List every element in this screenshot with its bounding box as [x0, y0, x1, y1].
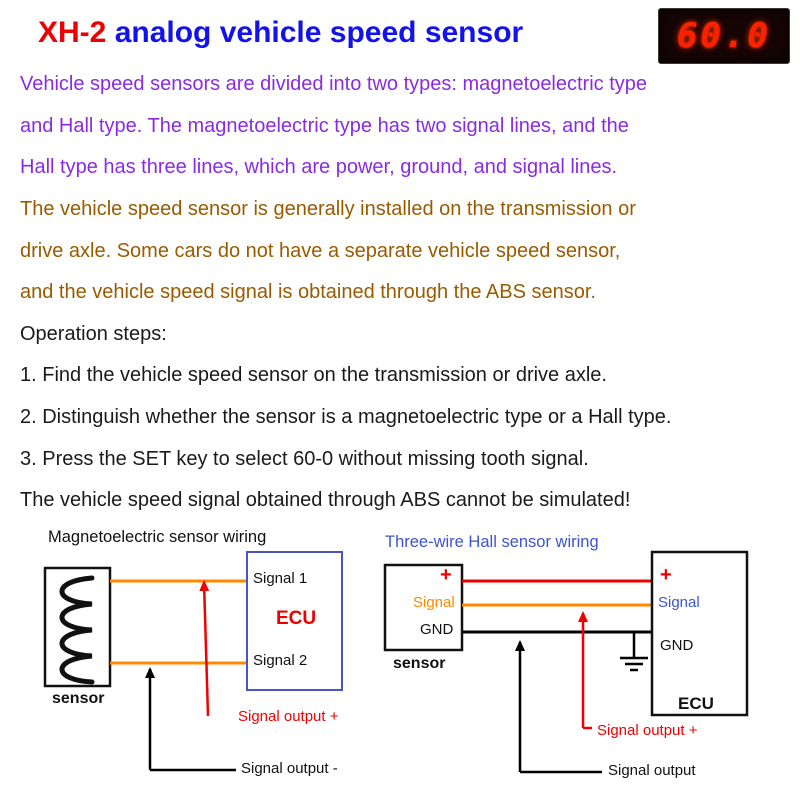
signal-output-minus-label-left: Signal output -: [241, 760, 338, 777]
sensor-signal-label: Signal: [413, 594, 455, 611]
title-text: analog vehicle speed sensor: [106, 16, 524, 49]
intro-line: The vehicle speed sensor is generally in…: [20, 198, 636, 221]
ecu-signal-label: Signal: [658, 594, 700, 611]
ecu-label-left: ECU: [276, 608, 317, 629]
intro-line: and the vehicle speed signal is obtained…: [20, 281, 596, 304]
signal-output-plus-label-left: Signal output +: [238, 708, 339, 725]
description-text: Vehicle speed sensors are divided into t…: [20, 64, 796, 522]
intro-line: Vehicle speed sensors are divided into t…: [20, 73, 648, 96]
ecu-plus-label: +: [660, 564, 672, 586]
sensor-plus-label: +: [440, 564, 452, 586]
ecu-gnd-label: GND: [660, 637, 694, 654]
page-title: XH-2 analog vehicle speed sensor: [38, 16, 523, 50]
ground-icon: [620, 632, 648, 672]
operation-steps-heading: Operation steps:: [20, 322, 167, 345]
sensor-label-right: sensor: [393, 655, 446, 672]
magneto-sensor-box: [43, 566, 112, 688]
signal2-label: Signal 2: [253, 652, 308, 669]
model-name: XH-2: [38, 16, 107, 49]
intro-line: drive axle. Some cars do not have a sepa…: [20, 239, 621, 262]
right-diagram-title: Three-wire Hall sensor wiring: [385, 533, 599, 551]
coil-icon: [59, 575, 95, 685]
signal1-label: Signal 1: [253, 570, 308, 587]
intro-line: and Hall type. The magnetoelectric type …: [20, 114, 629, 137]
sensor-gnd-label: GND: [420, 621, 454, 638]
step-item: 2. Distinguish whether the sensor is a m…: [20, 406, 672, 429]
arrow-signal-output-plus-left: [199, 580, 210, 717]
step-item: 3. Press the SET key to select 60-0 with…: [20, 447, 589, 470]
ecu-label-right: ECU: [678, 694, 714, 713]
left-diagram-title: Magnetoelectric sensor wiring: [48, 528, 267, 546]
sensor-label-left: sensor: [52, 690, 105, 707]
led-digits: 60.0: [677, 16, 771, 56]
signal-output-plus-label-right: Signal output +: [597, 722, 698, 739]
intro-line: Hall type has three lines, which are pow…: [20, 156, 618, 179]
warning-text: The vehicle speed signal obtained throug…: [20, 489, 631, 512]
led-display-photo: 60.0: [658, 8, 790, 64]
step-item: 1. Find the vehicle speed sensor on the …: [20, 364, 607, 387]
signal-output-label-right: Signal output: [608, 762, 696, 779]
